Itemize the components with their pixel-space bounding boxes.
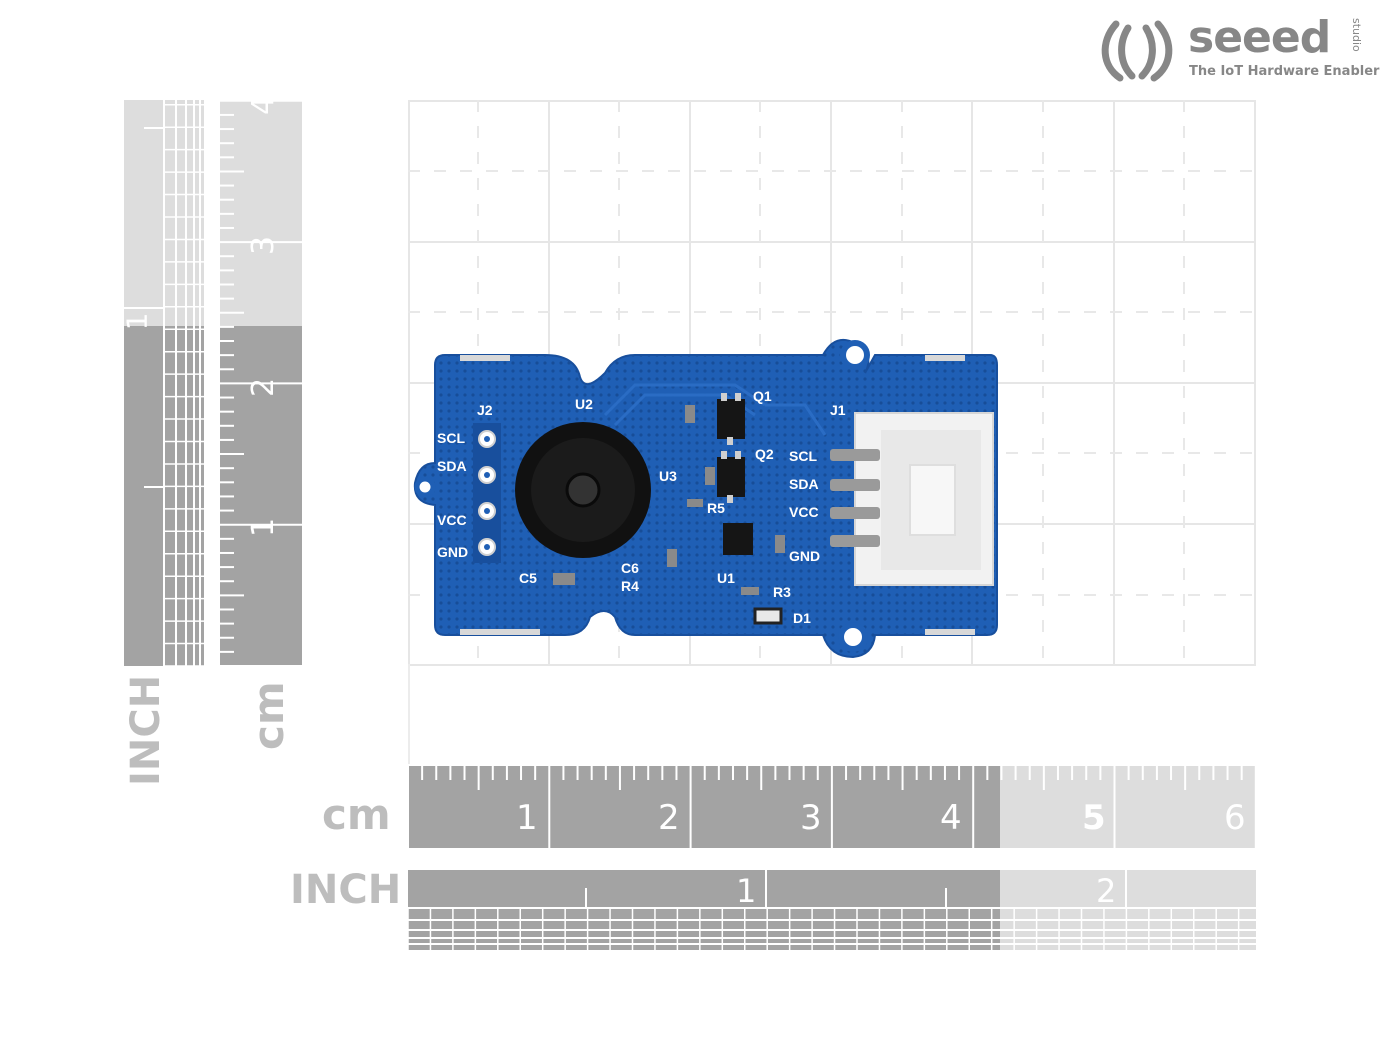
- inch-tick-2: 2: [1096, 872, 1117, 910]
- j2-pin-1-label: SCL: [437, 430, 465, 446]
- j2-pin-3-label: VCC: [437, 512, 467, 528]
- brand-tagline: The IoT Hardware Enabler: [1189, 64, 1380, 79]
- vertical-cm-tick-2: 2: [246, 377, 282, 398]
- cm-tick-1: 1: [516, 798, 538, 838]
- part-c2: [775, 535, 785, 553]
- label-u1: U1: [717, 570, 735, 586]
- label-r4: R4: [621, 578, 639, 594]
- vertical-cm-tick-3: 3: [246, 235, 282, 256]
- j1-pin-3: [830, 507, 880, 519]
- vertical-inch-label: INCH: [123, 674, 169, 786]
- j1-pin-1-label: SCL: [789, 448, 817, 464]
- horizontal-inch-ruler: [408, 870, 1256, 950]
- label-q2: Q2: [755, 446, 774, 462]
- label-c6: C6: [621, 560, 639, 576]
- part-c1: [667, 549, 677, 567]
- chip-q1: [717, 399, 745, 439]
- vertical-inch-ruler: [124, 100, 204, 666]
- label-j1: J1: [830, 402, 846, 418]
- vertical-cm-tick-4: 4: [246, 95, 282, 116]
- led-d1: [753, 607, 783, 625]
- mount-hole-bottom-right: [838, 622, 868, 652]
- horizontal-cm-label: cm: [322, 790, 391, 839]
- part-r1: [705, 467, 715, 485]
- vertical-cm-label: cm: [244, 681, 293, 750]
- mount-hole-left: [414, 476, 436, 498]
- inch-tick-1: 1: [736, 872, 757, 910]
- j2-pin-2-label: SDA: [437, 458, 467, 474]
- cm-tick-4: 4: [940, 798, 962, 838]
- j1-pin-2-label: SDA: [789, 476, 819, 492]
- label-q1: Q1: [753, 388, 772, 404]
- label-r5: R5: [707, 500, 725, 516]
- seeed-logo: seeed studio The IoT Hardware Enabler: [1098, 14, 1388, 84]
- j1-pin-4: [830, 535, 880, 547]
- camera-lens: [565, 472, 601, 508]
- grid-edge-line: [408, 664, 410, 764]
- part-r3: [741, 587, 759, 595]
- horizontal-cm-ruler: [408, 766, 1256, 848]
- vertical-cm-tick-1: 1: [246, 517, 282, 538]
- j1-pin-3-label: VCC: [789, 504, 819, 520]
- seeed-leaf-icon: [1101, 20, 1173, 82]
- j1-pin-2: [830, 479, 880, 491]
- j1-pin-4-label: GND: [789, 548, 820, 564]
- label-u3: U3: [659, 468, 677, 484]
- vertical-inch-tick-1: 1: [120, 312, 154, 331]
- label-d1: D1: [793, 610, 811, 626]
- part-c5: [553, 573, 575, 585]
- mount-hole-top-right: [840, 340, 870, 370]
- label-j2: J2: [477, 402, 493, 418]
- cm-tick-2: 2: [658, 798, 680, 838]
- part-r5: [687, 499, 703, 507]
- part-r2: [685, 405, 695, 423]
- vertical-cm-ruler: [220, 100, 302, 666]
- j1-pin-1: [830, 449, 880, 461]
- horizontal-inch-label: INCH: [290, 867, 402, 913]
- label-u2: U2: [575, 396, 593, 412]
- grove-camera-module: J2 J1 SCL SDA VCC GND SCL SDA VCC GND U2…: [413, 339, 998, 659]
- label-c5: C5: [519, 570, 537, 586]
- brand-sub: studio: [1350, 18, 1363, 52]
- label-r3: R3: [773, 584, 791, 600]
- chip-u1: [723, 523, 753, 555]
- cm-tick-6: 6: [1224, 798, 1246, 838]
- cm-tick-5: 5: [1082, 798, 1106, 838]
- brand-name: seeed: [1188, 12, 1331, 63]
- j2-pin-4-label: GND: [437, 544, 468, 560]
- chip-q2: [717, 457, 745, 497]
- cm-tick-3: 3: [800, 798, 822, 838]
